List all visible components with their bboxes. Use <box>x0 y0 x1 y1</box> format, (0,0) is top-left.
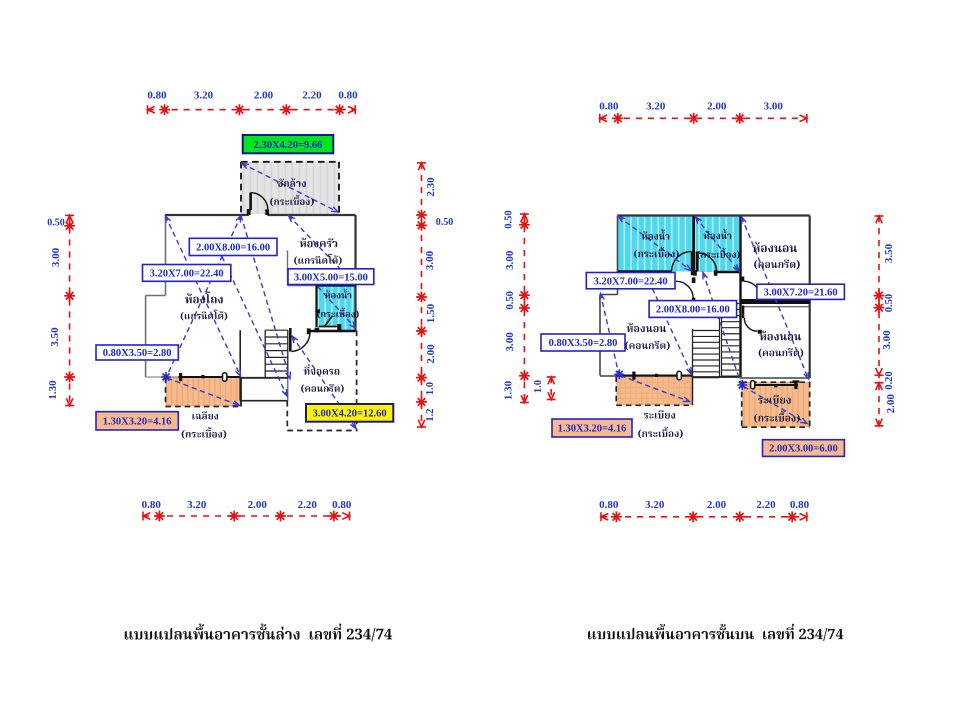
svg-text:3.00X7.20=21.60: 3.00X7.20=21.60 <box>764 287 838 298</box>
svg-text:0.50: 0.50 <box>47 218 65 229</box>
svg-text:3.20X7.00=22.40: 3.20X7.00=22.40 <box>594 276 668 287</box>
svg-text:2.20: 2.20 <box>298 499 318 511</box>
svg-text:1.0: 1.0 <box>425 382 436 395</box>
svg-text:0.80: 0.80 <box>142 499 162 511</box>
svg-text:0.80: 0.80 <box>147 89 167 101</box>
svg-text:2.00: 2.00 <box>248 499 268 511</box>
svg-text:0.20: 0.20 <box>884 371 895 389</box>
svg-text:2.00X3.00=6.00: 2.00X3.00=6.00 <box>769 444 838 455</box>
svg-text:2.00X8.00=16.00: 2.00X8.00=16.00 <box>196 243 270 254</box>
svg-text:3.20: 3.20 <box>646 101 666 113</box>
svg-text:2.00: 2.00 <box>707 499 727 511</box>
svg-text:2.30X4.20=9.66: 2.30X4.20=9.66 <box>254 140 323 151</box>
svg-text:0.80: 0.80 <box>332 499 352 511</box>
svg-text:3.00: 3.00 <box>764 101 784 113</box>
svg-text:3.50: 3.50 <box>883 243 895 263</box>
svg-text:3.20X7.00=22.40: 3.20X7.00=22.40 <box>150 269 224 280</box>
svg-text:2.00: 2.00 <box>254 89 274 101</box>
svg-text:3.00: 3.00 <box>504 332 516 352</box>
svg-text:0.50: 0.50 <box>436 217 454 228</box>
svg-text:1.30: 1.30 <box>503 380 515 400</box>
svg-text:2.20: 2.20 <box>756 499 776 511</box>
svg-text:3.00X4.20=12.60: 3.00X4.20=12.60 <box>313 408 387 419</box>
svg-text:3.50: 3.50 <box>49 327 61 347</box>
svg-text:0.50: 0.50 <box>504 210 515 228</box>
svg-text:2.00: 2.00 <box>707 101 727 113</box>
svg-text:1.30X3.20=4.16: 1.30X3.20=4.16 <box>558 424 627 435</box>
svg-text:0.80: 0.80 <box>599 101 619 113</box>
svg-text:0.80: 0.80 <box>599 499 619 511</box>
svg-text:3.20: 3.20 <box>187 499 207 511</box>
svg-text:2.00X8.00=16.00: 2.00X8.00=16.00 <box>656 305 730 316</box>
svg-text:0.50: 0.50 <box>505 291 516 309</box>
svg-text:2.20: 2.20 <box>302 89 322 101</box>
svg-text:1.0: 1.0 <box>533 380 544 393</box>
svg-text:3.00: 3.00 <box>50 247 62 267</box>
svg-text:0.80: 0.80 <box>338 89 358 101</box>
svg-text:2.00: 2.00 <box>885 394 897 414</box>
svg-text:0.80X3.50=2.80: 0.80X3.50=2.80 <box>549 338 618 349</box>
svg-text:0.80X3.50=2.80: 0.80X3.50=2.80 <box>103 348 172 359</box>
svg-text:1.30X3.20=4.16: 1.30X3.20=4.16 <box>103 416 172 427</box>
svg-text:0.80: 0.80 <box>790 499 810 511</box>
svg-text:1.2: 1.2 <box>425 408 436 421</box>
svg-text:1.30: 1.30 <box>47 380 59 400</box>
svg-text:3.00X5.00=15.00: 3.00X5.00=15.00 <box>294 272 368 283</box>
svg-text:3.00: 3.00 <box>504 250 516 270</box>
svg-text:0.50: 0.50 <box>884 294 895 312</box>
svg-text:1.50: 1.50 <box>425 303 437 323</box>
svg-text:3.20: 3.20 <box>194 89 214 101</box>
svg-text:2.00: 2.00 <box>425 344 437 364</box>
svg-text:3.00: 3.00 <box>881 330 893 350</box>
svg-text:3.20: 3.20 <box>645 499 665 511</box>
svg-text:2.30: 2.30 <box>425 177 437 197</box>
svg-text:3.00: 3.00 <box>424 250 436 270</box>
